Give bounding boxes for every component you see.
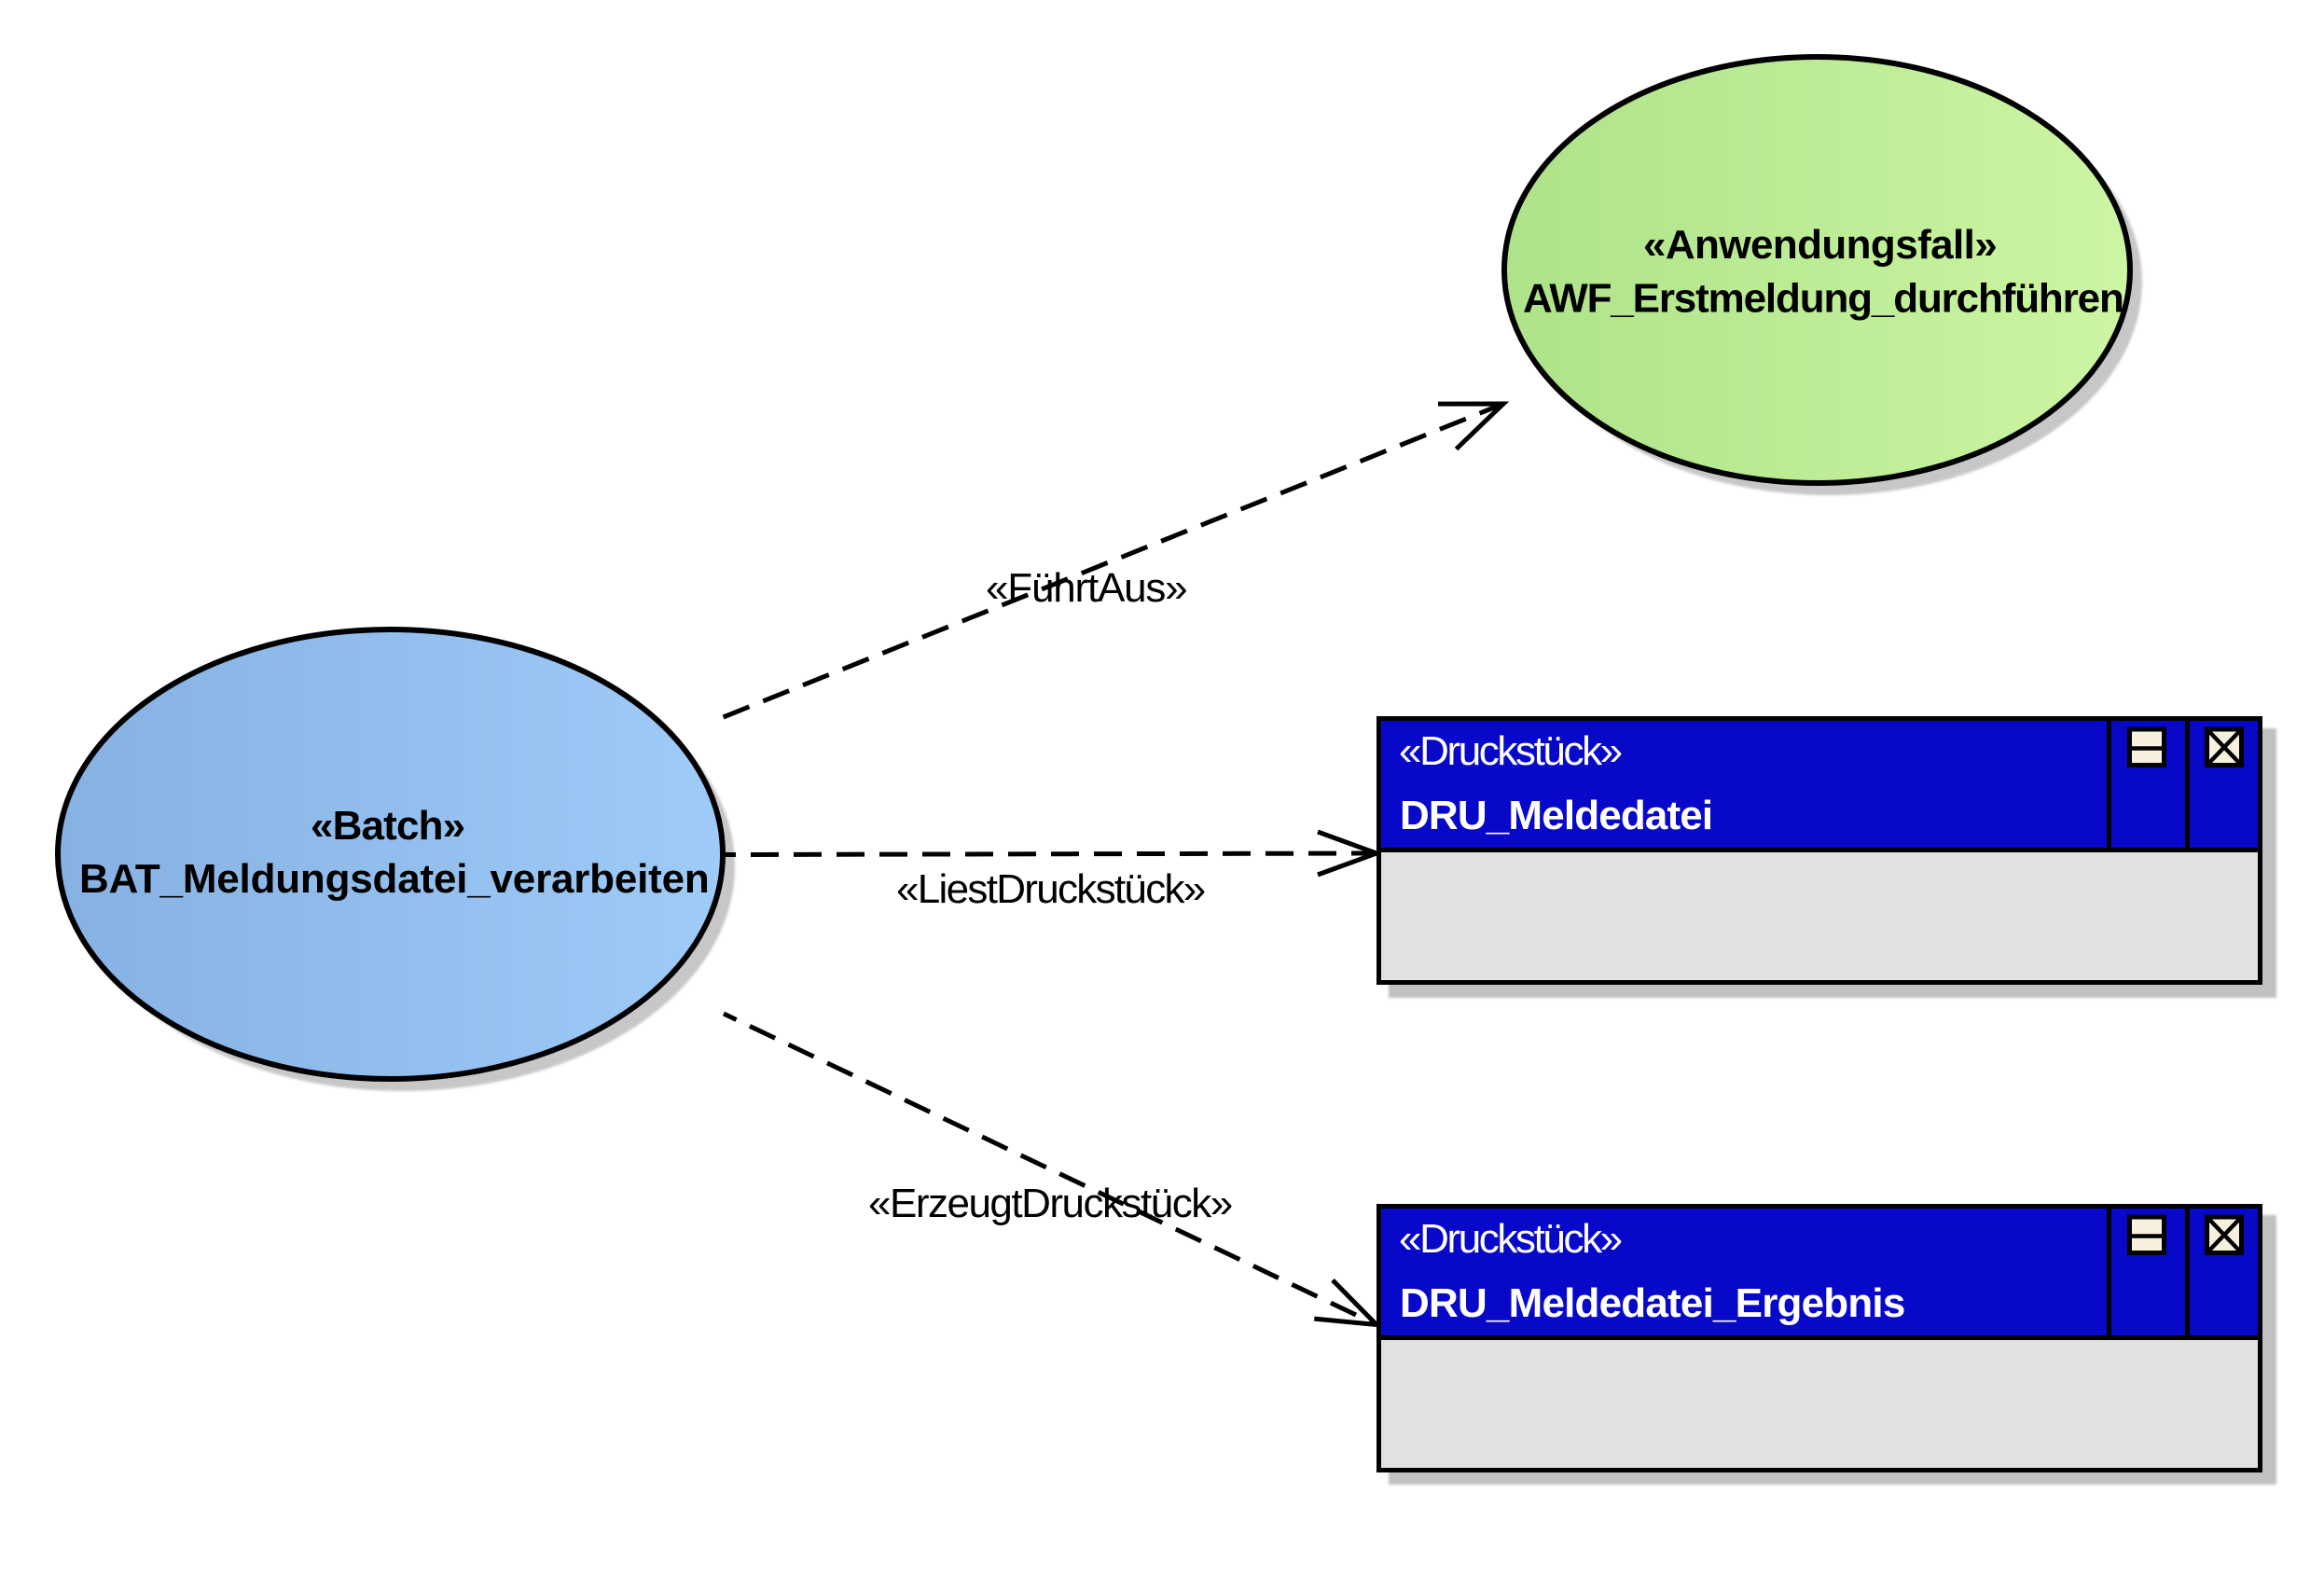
svg-text:AWF_Erstmeldung_durchführen: AWF_Erstmeldung_durchführen [1523, 276, 2123, 322]
svg-text:«FührtAus»: «FührtAus» [986, 565, 1186, 611]
svg-text:DRU_Meldedatei_Ergebnis: DRU_Meldedatei_Ergebnis [1400, 1280, 1905, 1326]
svg-text:DRU_Meldedatei: DRU_Meldedatei [1400, 793, 1712, 838]
svg-text:«LiestDruckstück»: «LiestDruckstück» [896, 866, 1205, 912]
svg-text:«Druckstück»: «Druckstück» [1399, 1216, 1622, 1262]
svg-text:«Batch»: «Batch» [311, 803, 464, 849]
svg-text:«Druckstück»: «Druckstück» [1399, 728, 1622, 774]
svg-text:BAT_Meldungsdatei_verarbeiten: BAT_Meldungsdatei_verarbeiten [79, 856, 710, 902]
svg-text:«ErzeugtDruckstück»: «ErzeugtDruckstück» [868, 1181, 1232, 1226]
svg-text:«Anwendungsfall»: «Anwendungsfall» [1643, 222, 1997, 268]
